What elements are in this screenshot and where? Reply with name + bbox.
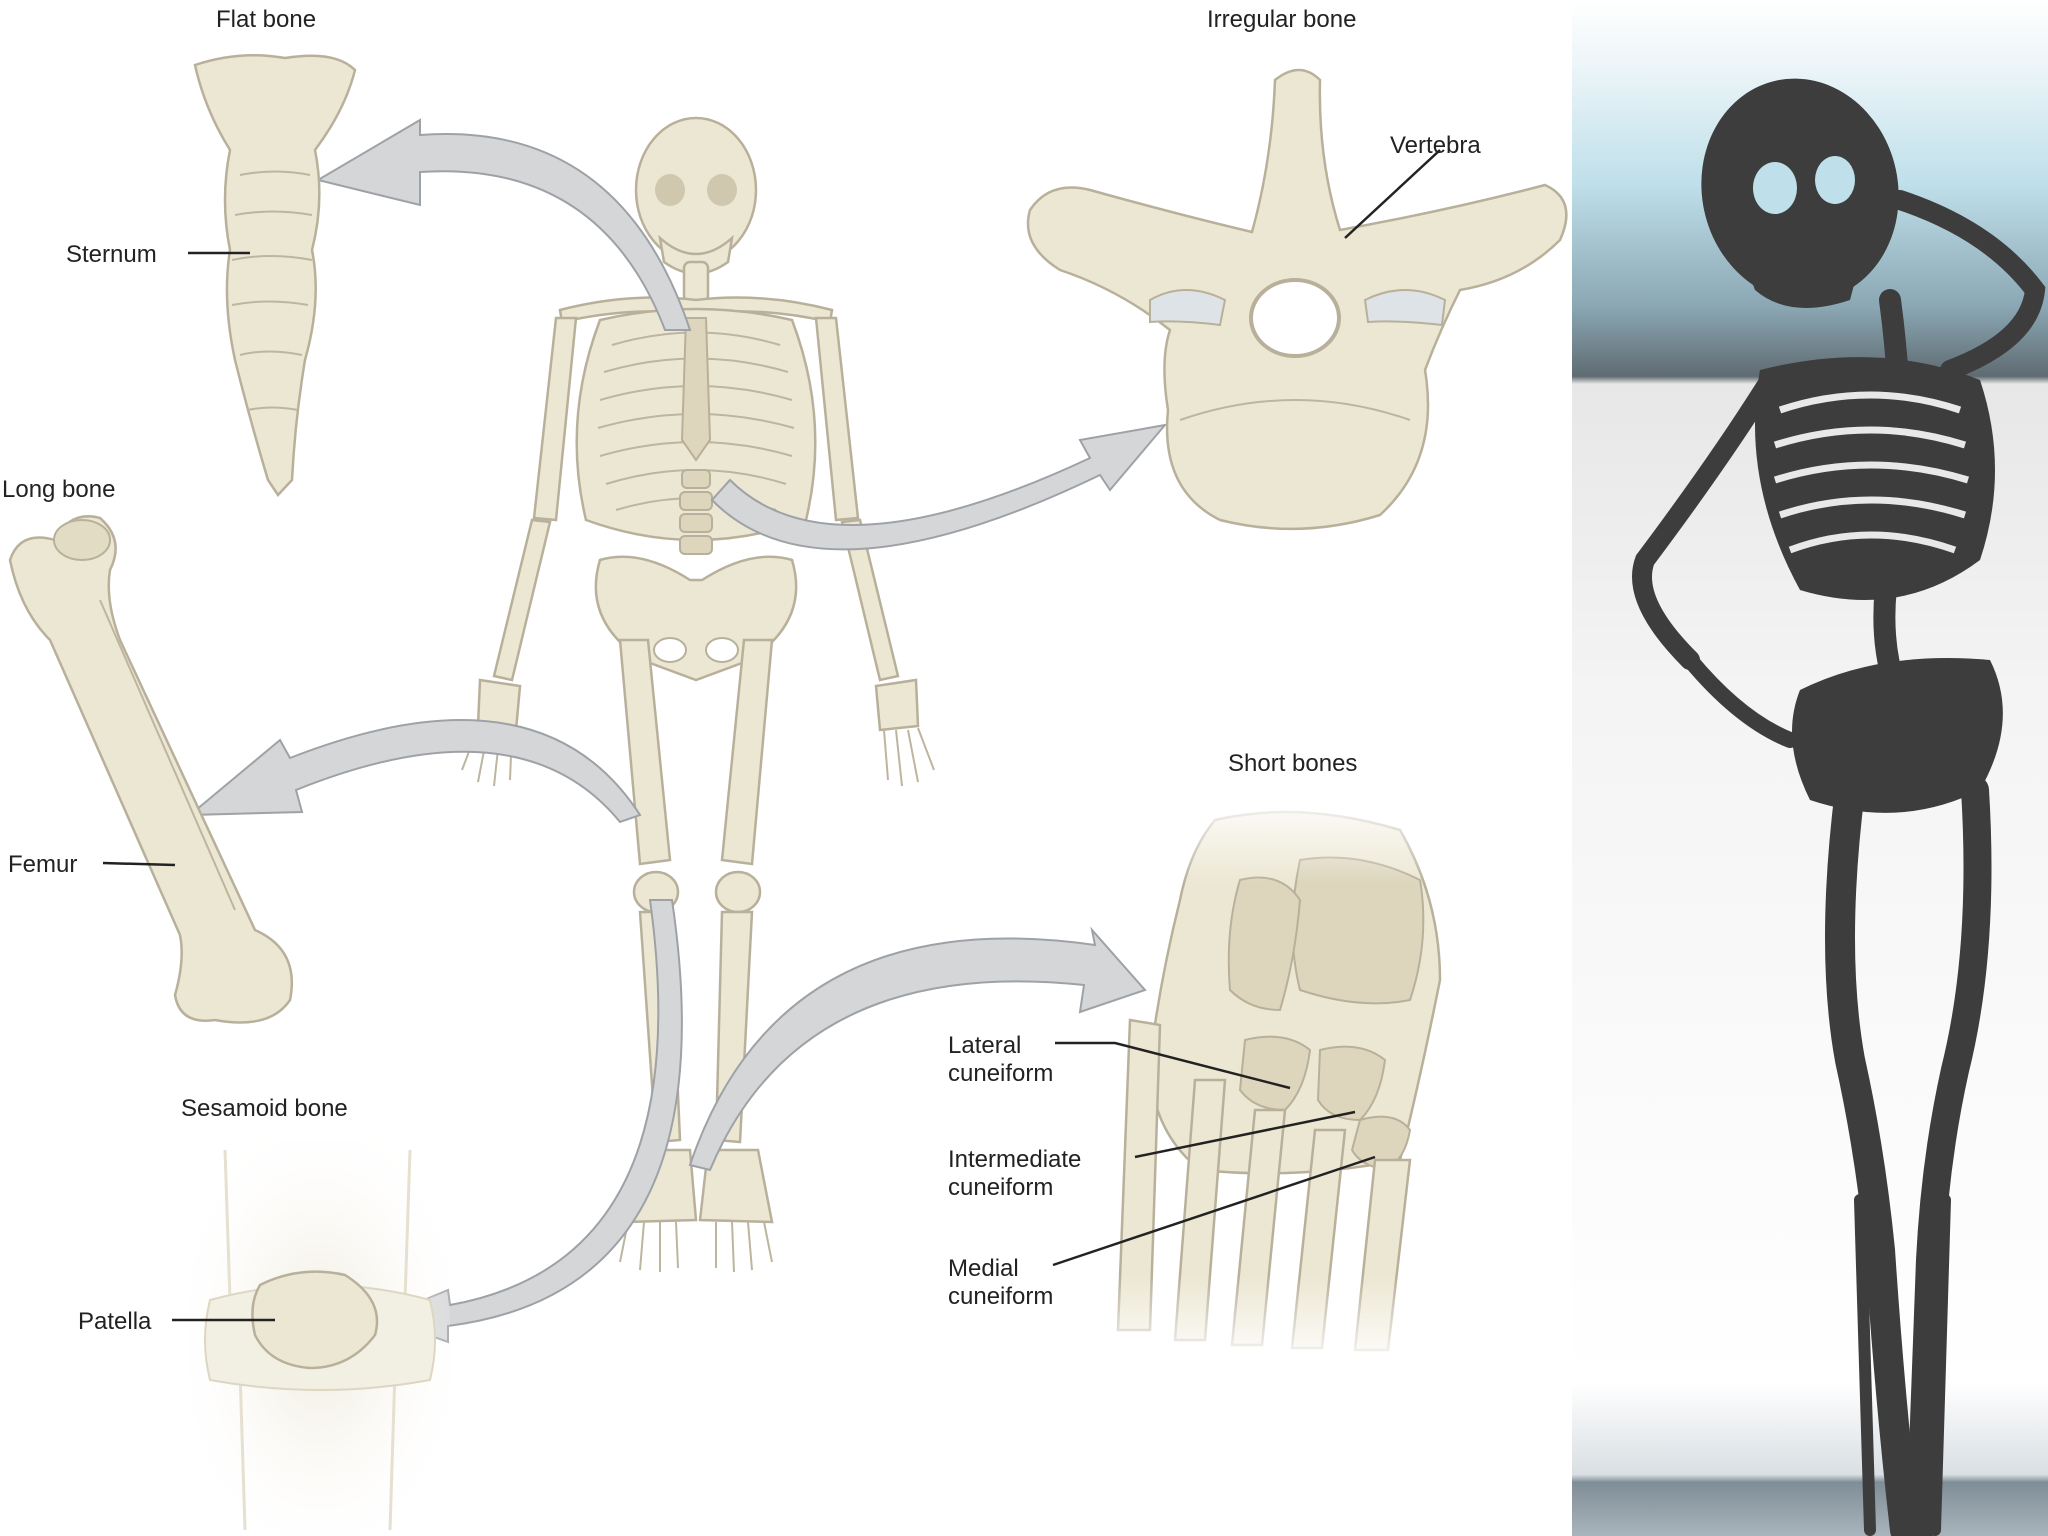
label-short-bones: Short bones — [1228, 750, 1357, 777]
skull — [634, 116, 758, 264]
label-sternum: Sternum — [66, 241, 157, 268]
leader-lines — [102, 149, 1441, 1322]
foot-illustration — [1100, 800, 1460, 1360]
label-intermediate-cuneiform-line2: cuneiform — [948, 1174, 1053, 1201]
label-intermediate-cuneiform-line1: Intermediate — [948, 1146, 1081, 1173]
femur-illustration — [8, 515, 294, 1024]
labels: Flat bone Sternum Irregular bone Vertebr… — [2, 6, 1481, 1335]
arrows — [187, 118, 1168, 1344]
label-lateral-cuneiform-line2: cuneiform — [948, 1060, 1053, 1087]
arrow-to-irregular-bone — [710, 423, 1168, 551]
sternum-illustration — [193, 54, 357, 498]
label-flat-bone: Flat bone — [216, 6, 316, 33]
arrow-to-long-bone — [187, 719, 642, 824]
label-vertebra: Vertebra — [1390, 132, 1481, 159]
femur-left-skeleton — [618, 638, 672, 866]
label-medial-cuneiform-line1: Medial — [948, 1255, 1019, 1282]
label-irregular-bone: Irregular bone — [1207, 6, 1356, 33]
label-long-bone: Long bone — [2, 476, 115, 503]
arrow-to-short-bones — [688, 926, 1147, 1172]
right-panel — [1572, 0, 2048, 1536]
label-lateral-cuneiform-line1: Lateral — [948, 1032, 1021, 1059]
vertebra-illustration — [1026, 68, 1568, 531]
knee-illustration — [190, 1140, 450, 1536]
central-skeleton — [461, 116, 935, 1273]
skeleton-silhouette — [1632, 78, 2046, 1536]
label-medial-cuneiform-line2: cuneiform — [948, 1283, 1053, 1310]
label-patella: Patella — [78, 1308, 152, 1335]
label-sesamoid-bone: Sesamoid bone — [181, 1095, 348, 1122]
label-femur: Femur — [8, 851, 77, 878]
patella-shape — [251, 1270, 379, 1370]
